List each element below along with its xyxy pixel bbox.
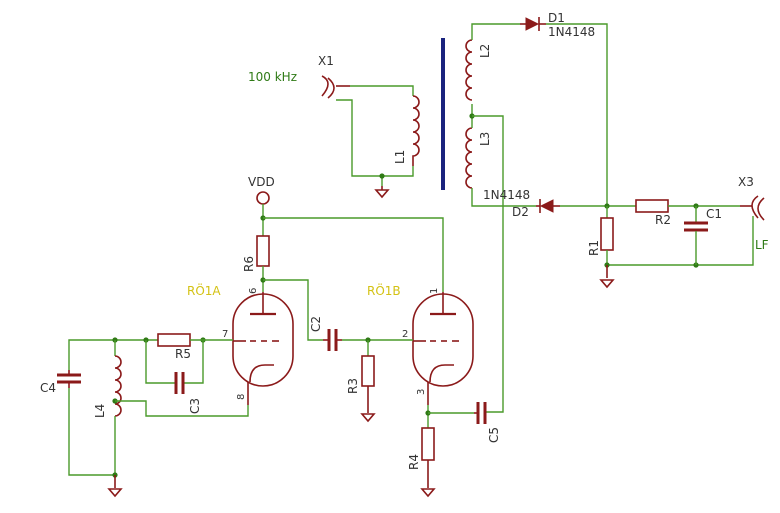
r6-resistor <box>256 235 270 267</box>
c1-label: C1 <box>706 207 722 221</box>
ground-symbol-r3 <box>360 386 376 423</box>
ground-symbol-l4 <box>107 475 123 498</box>
c3-capacitor <box>174 372 185 394</box>
r3-label: R3 <box>346 378 360 394</box>
vdd-label: VDD <box>248 175 275 189</box>
l3-coil <box>465 127 473 189</box>
pin-2-label: 2 <box>402 329 408 340</box>
ro1a-label: RÖ1A <box>187 282 221 298</box>
x1-wire-bottom <box>336 99 414 177</box>
l4-coil <box>114 355 122 417</box>
r5-resistor <box>157 333 191 347</box>
l1-label: L1 <box>393 150 407 164</box>
x1-label: X1 <box>318 54 334 68</box>
vdd-terminal <box>256 191 270 205</box>
pin-7-label: 7 <box>222 329 228 340</box>
ro1a-tube <box>232 292 294 405</box>
pin-6-label: 6 <box>248 288 259 294</box>
c4-capacitor <box>57 370 81 388</box>
pin-1-label: 1 <box>429 288 440 294</box>
pin-8-label: 8 <box>236 394 247 400</box>
r1-resistor <box>600 217 614 251</box>
pin-3-label: 3 <box>416 389 427 395</box>
c1-capacitor <box>684 221 708 232</box>
c3-label: C3 <box>188 398 202 414</box>
l3-label: L3 <box>478 132 492 146</box>
x1-wire-top <box>350 85 414 96</box>
r5-label: R5 <box>175 347 191 361</box>
l2-label: L2 <box>478 44 492 58</box>
r4-label: R4 <box>407 454 421 470</box>
d1-diode <box>520 17 546 31</box>
frequency-label: 100 kHz <box>248 70 297 84</box>
l4-label: L4 <box>93 404 107 418</box>
d1-part-label: 1N4148 <box>548 25 595 39</box>
ground-symbol-r1 <box>599 265 615 289</box>
center-tap-wire <box>472 115 504 413</box>
x1-connector <box>321 75 350 99</box>
r6-label: R6 <box>242 256 256 272</box>
l1-coil <box>412 95 420 166</box>
l2-coil <box>465 39 473 101</box>
r2-resistor <box>635 199 669 213</box>
c5-capacitor <box>474 402 487 424</box>
d2-diode <box>536 199 560 213</box>
d2-part-label: 1N4148 <box>483 188 530 202</box>
d1-label: D1 <box>548 11 565 25</box>
r4-resistor <box>421 427 435 461</box>
lf-label: LF <box>755 238 769 252</box>
x3-connector <box>740 195 765 221</box>
ro1b-tube <box>412 292 474 405</box>
c2-capacitor <box>323 329 342 351</box>
c4-label: C4 <box>40 381 56 395</box>
c2-label: C2 <box>309 316 323 332</box>
c5-label: C5 <box>487 427 501 443</box>
x3-label: X3 <box>738 175 754 189</box>
ro1b-label: RÖ1B <box>367 282 401 298</box>
ground-symbol-l1 <box>374 186 390 199</box>
r3-resistor <box>361 355 375 387</box>
r2-label: R2 <box>655 213 671 227</box>
r1-label: R1 <box>587 240 601 256</box>
d2-label: D2 <box>512 205 529 219</box>
ground-symbol-r4 <box>420 460 436 498</box>
